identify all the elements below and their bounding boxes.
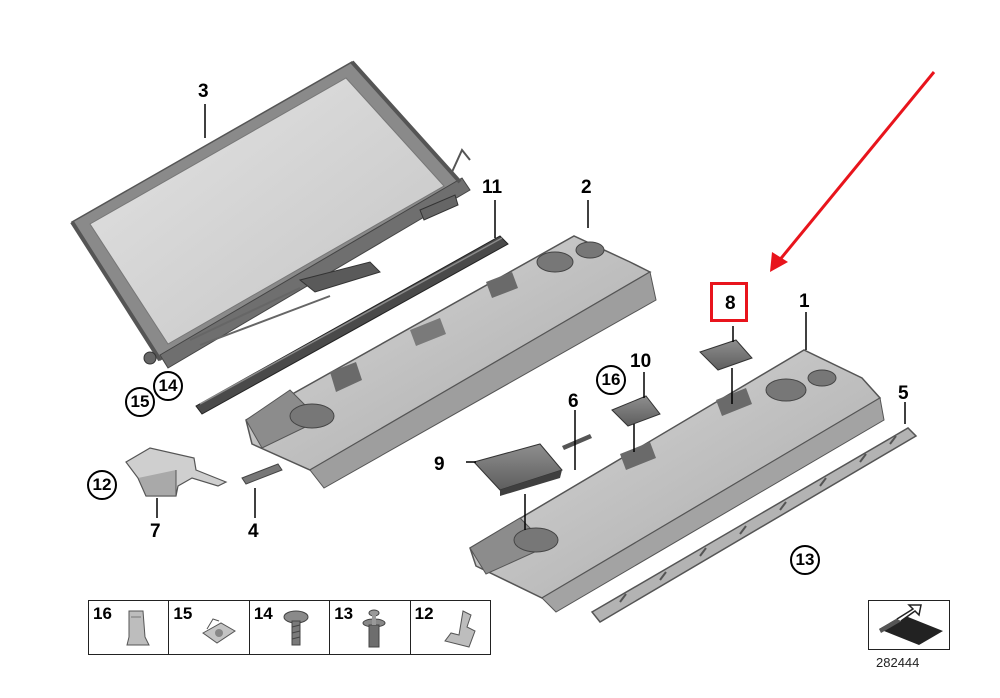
roller-sunblind-part <box>70 60 471 369</box>
fastener-number: 14 <box>253 604 273 623</box>
highlight-arrow <box>770 71 936 272</box>
label-9: 9 <box>434 454 445 475</box>
fastener-number: 15 <box>173 604 193 623</box>
fastener-cell: 16 <box>89 601 170 654</box>
label-5: 5 <box>898 383 909 404</box>
label-8: 8 <box>725 293 736 314</box>
fastener-cell: 12 <box>411 601 490 654</box>
label-1: 1 <box>799 291 810 312</box>
label-10: 10 <box>630 351 652 372</box>
parcel-shelf-upper-part <box>245 235 657 489</box>
strip-part-6 <box>562 434 592 450</box>
clip-part-4 <box>241 463 283 485</box>
label-7: 7 <box>150 521 161 542</box>
reference-number: 282444 <box>876 655 920 670</box>
expanding-rivet-icon <box>362 609 386 648</box>
trim-strip-part <box>590 427 918 623</box>
bracket-clip-icon <box>443 610 476 648</box>
highlight-box-8 <box>710 282 748 322</box>
label-11: 11 <box>482 177 503 198</box>
callout-14: 14 <box>153 371 183 401</box>
callout-13: 13 <box>790 545 820 575</box>
label-4: 4 <box>248 521 259 542</box>
label-3: 3 <box>198 81 209 102</box>
callout-15: 15 <box>125 387 155 417</box>
callout-12: 12 <box>87 470 117 500</box>
cover-part-9 <box>473 443 563 496</box>
label-2: 2 <box>581 177 592 198</box>
label-6: 6 <box>568 391 579 412</box>
orientation-arrow-icon <box>879 604 943 645</box>
leader-lines <box>156 104 906 530</box>
callout-16: 16 <box>596 365 626 395</box>
clip-icon <box>126 610 150 646</box>
seal-strip-part <box>195 235 509 415</box>
screw-icon <box>283 610 309 646</box>
fastener-number: 13 <box>334 604 354 623</box>
parcel-shelf-lower-part <box>469 349 885 613</box>
orientation-icon-box <box>868 600 950 650</box>
cover-part-8 <box>699 339 753 371</box>
fastener-number: 12 <box>414 604 434 623</box>
fastener-number: 16 <box>93 604 112 623</box>
fastener-table: 16 15 14 13 12 <box>88 600 491 655</box>
fastener-cell: 14 <box>250 601 331 654</box>
bracket-part-7 <box>125 447 228 497</box>
fastener-cell: 15 <box>169 601 250 654</box>
cover-part-10 <box>611 395 661 427</box>
fastener-cell: 13 <box>330 601 411 654</box>
speed-nut-icon <box>202 618 237 644</box>
